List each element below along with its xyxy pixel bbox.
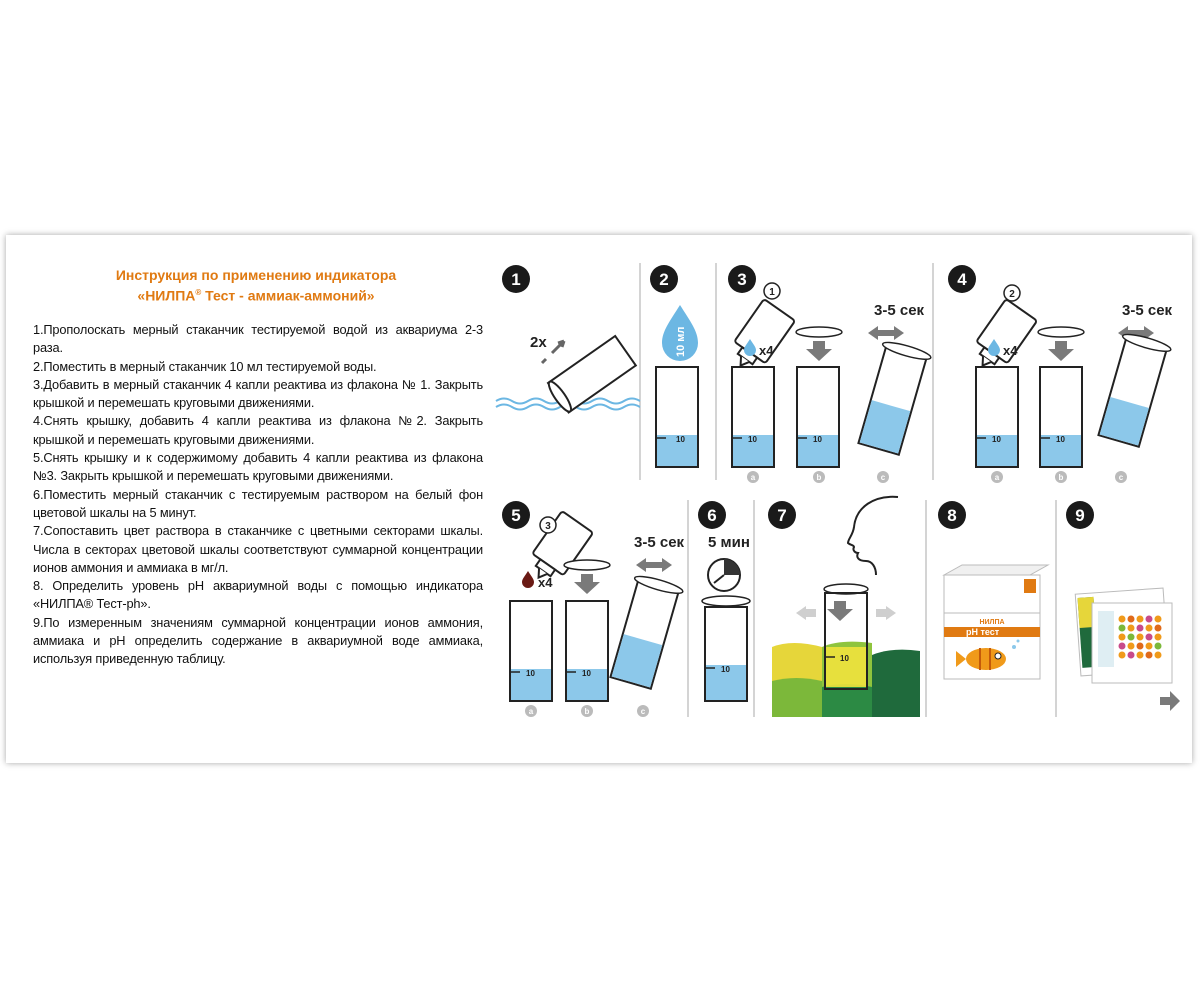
instruction-item: 1.Прополоскать мерный стаканчик тестируе… (33, 322, 483, 356)
step-2-level-label: 10 (676, 435, 685, 444)
level-label: 10 (992, 435, 1001, 444)
instruction-item: 6.Поместить мерный стаканчик с тестируем… (33, 486, 483, 520)
step-2-number: 2 (659, 270, 668, 289)
panel-dividers (639, 263, 1057, 717)
step-2-volume-label: 10 мл (675, 327, 687, 357)
level-label: 10 (1056, 435, 1065, 444)
step-4-drops-label: x4 (1003, 343, 1018, 358)
title-line-1: Инструкция по применению индикатора (115, 267, 397, 283)
instruction-list: 1.Прополоскать мерный стаканчик тестируе… (33, 321, 483, 669)
step-1-rinse-label: 2x (530, 334, 547, 351)
step-5-time-label: 3-5 сек (634, 534, 685, 551)
title-line-2: «НИЛПА® Тест - аммиак-аммоний» (137, 287, 375, 304)
instruction-card: Инструкция по применению индикатора «НИЛ… (6, 235, 1192, 763)
tube-label-b: b (585, 707, 590, 716)
step-7-number: 7 (777, 506, 786, 525)
level-label: 10 (748, 435, 757, 444)
step-2-panel: 2 10 мл 10 (650, 265, 699, 468)
level-label: 10 (721, 665, 730, 674)
step-5-panel: 5 3 x4 10 a (502, 501, 685, 717)
step-4-time-label: 3-5 сек (1122, 302, 1173, 319)
step-4-panel: 4 2 x4 10 a (948, 265, 1173, 483)
instruction-item: 3.Добавить в мерный стаканчик 4 капли ре… (33, 376, 483, 411)
step-6-time-label: 5 мин (708, 534, 750, 551)
step-3-panel: 3 1 x4 10 a (728, 265, 932, 483)
step-7-panel: 7 10 (768, 495, 920, 717)
tube-label-a: a (529, 707, 534, 716)
level-label: 10 (840, 654, 849, 663)
step-9-panel: 9 (1066, 501, 1180, 711)
timer-icon (707, 558, 741, 592)
instruction-item: 8. Определить уровень pH аквариумной вод… (33, 578, 483, 612)
step-6-panel: 6 5 мин 10 (698, 501, 751, 702)
instruction-item: 5.Снять крышку и к содержимому добавить … (33, 450, 483, 484)
box-product-label: pH тест (966, 627, 1000, 637)
next-arrow-icon (1160, 691, 1180, 711)
step-4-number: 4 (957, 270, 967, 289)
instruction-item: 7.Сопоставить цвет раствора в стаканчике… (33, 523, 483, 575)
step-4-bottle-number: 2 (1009, 289, 1015, 300)
step-3-bottle-number: 1 (769, 287, 775, 298)
tube-label-c: c (1119, 473, 1124, 482)
step-1-panel: 1 2x (495, 265, 641, 414)
page-title: Инструкция по применению индикатора «НИЛ… (106, 267, 406, 305)
level-label: 10 (813, 435, 822, 444)
step-6-number: 6 (707, 506, 716, 525)
reagent-bottle-3 (532, 511, 593, 580)
color-scale (772, 641, 920, 717)
tube-label-a: a (751, 473, 756, 482)
step-1-number: 1 (511, 270, 520, 289)
step-5-drops-label: x4 (538, 575, 553, 590)
tube-label-b: b (817, 473, 822, 482)
step-3-drops-label: x4 (759, 343, 774, 358)
step-3-time-label: 3-5 сек (874, 302, 925, 319)
instruction-item: 9.По измеренным значениям суммарной конц… (33, 614, 483, 667)
step-5-bottle-number: 3 (545, 521, 551, 532)
step-3-number: 3 (737, 270, 746, 289)
tube-label-c: c (881, 473, 886, 482)
step-8-panel: 8 НИЛПА pH тест (938, 501, 1050, 680)
level-label: 10 (526, 669, 535, 678)
ammonia-table-card (1074, 587, 1173, 684)
tube-label-c: c (641, 707, 646, 716)
tube-label-b: b (1059, 473, 1064, 482)
box-brand-label: НИЛПА (979, 619, 1004, 626)
ph-test-box: НИЛПА pH тест (942, 564, 1050, 680)
instruction-item: 2.Поместить в мерный стаканчик 10 мл тес… (33, 358, 377, 374)
instruction-item: 4.Снять крышку, добавить 4 капли реактив… (33, 413, 483, 447)
tube-label-a: a (995, 473, 1000, 482)
reagent-bottle-1 (734, 299, 795, 368)
reagent-bottle-2 (976, 299, 1037, 368)
face-icon (846, 495, 899, 576)
step-5-number: 5 (511, 506, 520, 525)
illustration-panel: 1 2x 2 10 мл 10 (486, 235, 1192, 763)
step-8-number: 8 (947, 506, 956, 525)
step-9-number: 9 (1075, 506, 1084, 525)
level-label: 10 (582, 669, 591, 678)
